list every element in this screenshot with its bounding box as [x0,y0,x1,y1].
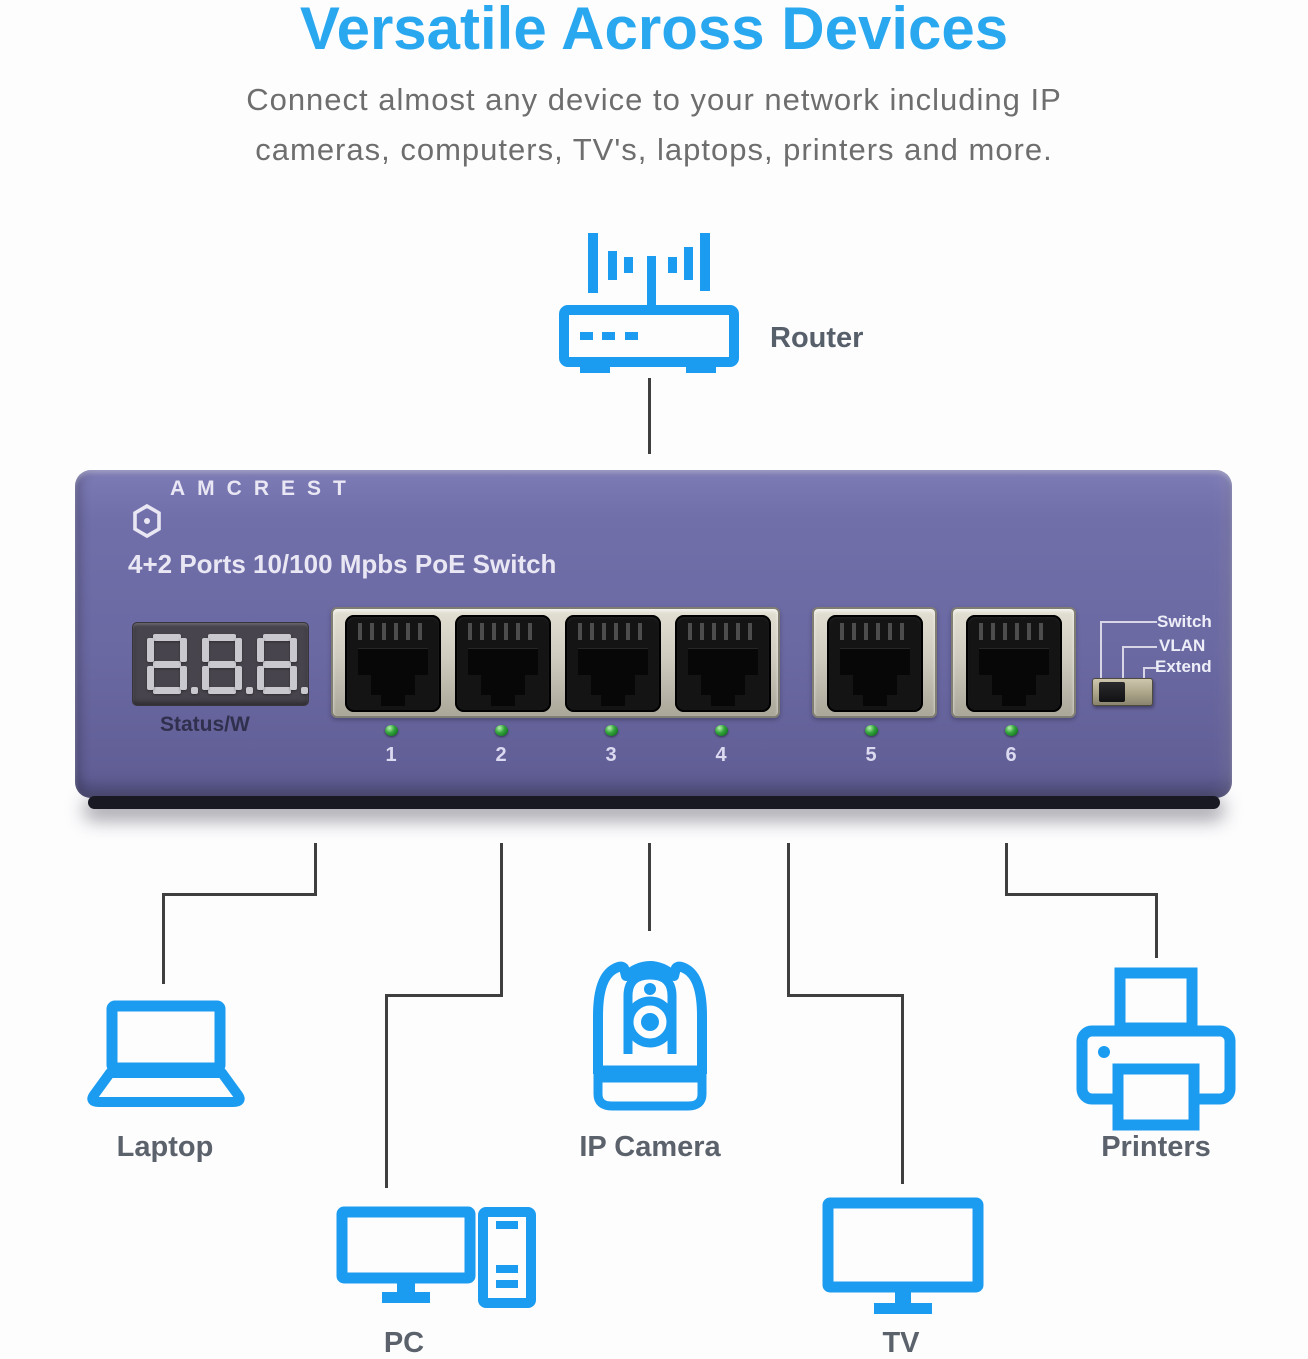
port-group-1-4 [331,607,780,718]
ip-camera-icon [593,961,707,1111]
port-indicator-4: 4 [697,723,745,767]
port-led [604,725,618,736]
brand-name: AMCREST [170,477,358,500]
port-number: 4 [715,744,727,766]
port-indicator-5: 5 [847,723,895,767]
amcrest-logo-icon [133,503,161,539]
model-name: 4+2 Ports 10/100 Mpbs PoE Switch [128,549,557,579]
mode-label-extend: Extend [1155,657,1212,676]
port-led [864,725,878,736]
port-led [714,725,728,736]
page-title: Versatile Across Devices [299,0,1009,62]
port-number: 5 [865,744,877,766]
connector-line-laptop [162,893,317,896]
port-number: 3 [605,744,617,766]
mode-label-vlan: VLAN [1159,636,1206,655]
rj45-port-2 [455,615,551,712]
device-label-pc: PC [383,1327,425,1359]
seven-segment-digit [257,634,308,694]
connector-line-printer [1005,843,1008,896]
connector-line-laptop [314,843,317,896]
rj45-port-6 [966,615,1062,712]
status-label: Status/W [160,713,250,736]
poe-switch-device: AMCREST 4+2 Ports 10/100 Mpbs PoE Switch… [75,470,1232,798]
port-group-5 [812,607,937,718]
rj45-port-5 [827,615,923,712]
port-group-6 [951,607,1076,718]
port-indicator-3: 3 [587,723,635,767]
connector-line-camera [648,843,651,931]
connector-line-pc [385,994,503,997]
port-indicator-2: 2 [477,723,525,767]
tv-icon [822,1197,984,1314]
port-led [384,725,398,736]
router-icon [559,233,739,373]
connector-line-pc [500,843,503,997]
connector-line-printer [1155,893,1158,958]
mode-pointer-line [1143,667,1145,679]
device-label-ip-camera: IP Camera [579,1131,721,1163]
mode-pointer-line [1122,646,1124,679]
mode-slide-knob [1099,682,1125,702]
device-label-laptop: Laptop [116,1131,214,1163]
page-subtitle-line-2: cameras, computers, TV's, laptops, print… [255,132,1053,167]
port-indicator-6: 6 [987,723,1035,767]
device-label-printers: Printers [1101,1131,1211,1163]
seven-segment-digit [202,634,253,694]
mode-pointer-line [1122,646,1157,648]
mode-pointer-line [1143,667,1156,669]
connector-line-tv [787,994,904,997]
connector-line-router [648,378,651,454]
port-number: 6 [1005,744,1017,766]
mode-pointer-line [1100,621,1157,623]
router-label: Router [770,322,864,354]
connector-line-pc [385,994,388,1188]
pc-icon [336,1206,536,1308]
seven-segment-digit [147,634,198,694]
switch-shadow [88,796,1220,809]
connector-line-laptop [162,893,165,984]
port-led [494,725,508,736]
mode-slide-switch [1092,678,1153,706]
rj45-port-1 [345,615,441,712]
seven-segment-display [132,622,309,706]
device-label-tv: TV [882,1327,920,1359]
page-subtitle-line-1: Connect almost any device to your networ… [246,82,1062,117]
connector-line-tv [787,843,790,997]
mode-label-switch: Switch [1157,612,1212,631]
printer-icon [1076,967,1236,1131]
rj45-port-3 [565,615,661,712]
port-number: 2 [495,744,507,766]
laptop-icon [87,1000,245,1107]
connector-line-printer [1005,893,1158,896]
port-led [1004,725,1018,736]
rj45-port-4 [675,615,771,712]
connector-line-tv [901,994,904,1184]
port-indicator-1: 1 [367,723,415,767]
port-number: 1 [385,744,397,766]
mode-pointer-line [1100,621,1102,679]
